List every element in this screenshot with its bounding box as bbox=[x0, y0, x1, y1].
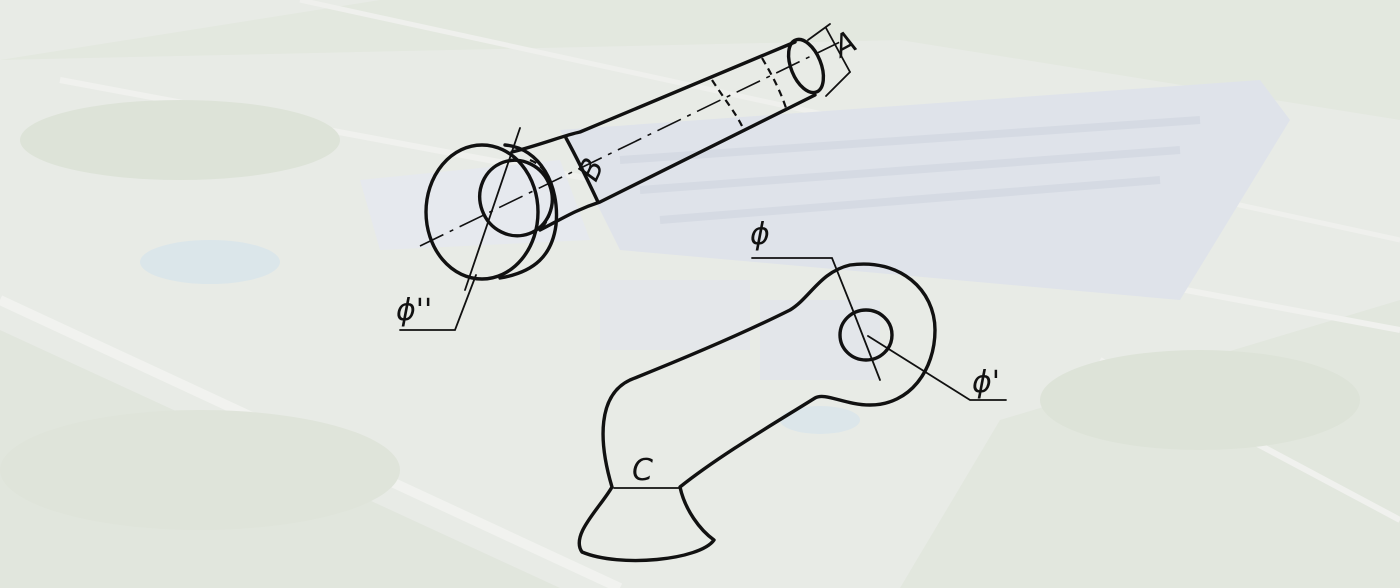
rod-center-line bbox=[419, 41, 841, 247]
shaft-band-b bbox=[564, 136, 600, 204]
hidden-band-2 bbox=[761, 57, 788, 109]
phi-prime-leader bbox=[867, 335, 1007, 401]
arm-eye-bore bbox=[838, 308, 894, 362]
phi-leader bbox=[751, 257, 853, 309]
shaft-end-cap bbox=[786, 37, 826, 95]
dimension-a-extension bbox=[807, 23, 851, 97]
phi-double-prime-leader bbox=[399, 274, 477, 331]
label-b: B bbox=[571, 153, 611, 186]
shaft-lower-edge bbox=[538, 93, 817, 232]
label-phi-double-prime: ϕ'' bbox=[396, 293, 432, 328]
outer-disc-front bbox=[424, 143, 540, 281]
arm-outline bbox=[577, 262, 937, 563]
hidden-band-1 bbox=[711, 79, 743, 127]
inner-bore bbox=[478, 158, 554, 238]
outer-disc-rim bbox=[498, 143, 559, 280]
phi-diameter-line bbox=[851, 307, 881, 381]
label-phi-prime: ϕ' bbox=[972, 365, 1000, 400]
shaft-upper-edge bbox=[510, 40, 797, 154]
arm-part: C ϕ ϕ' bbox=[577, 217, 1007, 563]
label-phi: ϕ bbox=[750, 217, 770, 252]
label-c: C bbox=[632, 453, 653, 488]
dimension-a-line bbox=[825, 27, 851, 73]
label-a: A bbox=[826, 24, 862, 65]
bore-vertical-axis bbox=[464, 127, 521, 291]
rod-part: A B ϕ'' bbox=[396, 23, 863, 331]
hidden-bore-line bbox=[529, 158, 554, 231]
